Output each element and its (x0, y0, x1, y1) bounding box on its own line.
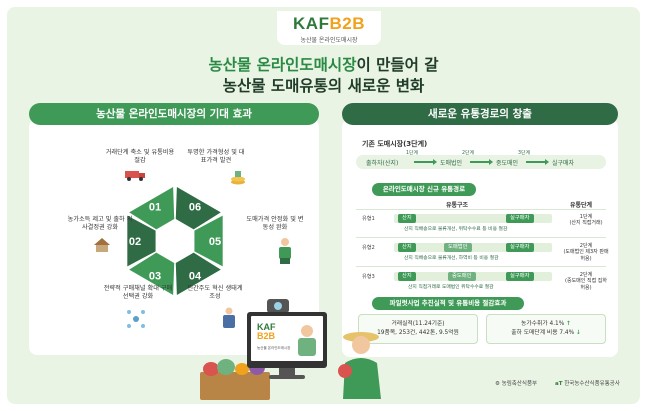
flow-step-wholesale-corp: 도매법인 (440, 160, 463, 167)
type2-stage: 2단계(도매법인 제3자 판매 허용) (563, 243, 609, 262)
camera-icon (267, 299, 289, 313)
divider (356, 266, 606, 267)
type3-stage: 2단계(중도매인 직접 집하 허용) (565, 272, 607, 291)
wheel-number-06: 06 (189, 201, 201, 213)
segment-label-06: 투명한 가격형성 및 대표가격 발견 (187, 149, 245, 164)
type2-chip-wholesale-corp: 도매법인 (444, 243, 472, 252)
logo-wordmark: KAFB2B (293, 14, 365, 33)
existing-market-title: 기존 도매시장(3단계) (362, 140, 428, 148)
type3-note: 산지 직접거래로 도매법인 위탁수수료 절감 (408, 285, 494, 290)
flow-step-buyer: 실구매자 (552, 160, 575, 167)
monitor-stand (279, 368, 295, 376)
worker-icon (223, 307, 235, 328)
type1-label: 유형1 (362, 216, 375, 222)
new-route-panel: 기존 도매시장(3단계) 출하자(산지) 도매법인 중도매인 실구매자 1단계 … (342, 119, 618, 357)
wheel-segment-02 (127, 215, 156, 267)
stage-tag-1: 1단계 (406, 151, 418, 156)
tomato-illustration (203, 362, 219, 376)
type1-bar (394, 214, 552, 223)
wheel-segment-03 (129, 252, 175, 295)
type1-note: 산지 직배송으로 물류개선, 위탁수수료 등 비용 절감 (404, 227, 508, 232)
pumpkin-illustration (235, 363, 249, 375)
ministry-logo: ⚙ 농림축산식품부 (495, 381, 538, 387)
pilot-title: 파일럿사업 추진실적 및 유통비용 절감효과 (372, 297, 524, 310)
cost-savings-card: 농가수취가 4.1% ↑ 출하 도매단계 비용 7.4% ↓ (486, 314, 606, 344)
segment-label-01: 거래단계 축소 및 유통비용 절감 (105, 149, 175, 164)
farmer-illustration (338, 332, 381, 399)
wheel-segment-05 (194, 215, 223, 267)
wheel-center (156, 222, 194, 260)
type3-label: 유형3 (362, 274, 375, 280)
wheel-number-02: 02 (129, 236, 141, 248)
type2-note: 산지 직배송으로 물류개선, 하역비 등 비용 절감 (404, 256, 499, 261)
flow-step-middle-broker: 중도매인 (496, 160, 519, 167)
headline-line1: 농산물 온라인도매시장이 만들어 갈 (208, 56, 439, 74)
wheel-number-05: 05 (209, 236, 221, 248)
flow-arrow (470, 159, 493, 164)
type2-chip-producer: 산지 (398, 243, 416, 252)
flow-step-producer: 출하자(산지) (366, 160, 399, 167)
wheel-segment-06 (175, 187, 221, 230)
type1-chip-buyer: 실구매자 (506, 214, 534, 223)
new-routes-title: 온라인도매시장 신규 유통경로 (372, 183, 476, 196)
type1-chip-producer: 산지 (398, 214, 416, 223)
col-stage: 유통단계 (570, 202, 593, 209)
farmer-video-icon (298, 325, 316, 356)
type3-chip-middle-broker: 중도매인 (448, 272, 476, 281)
type2-label: 유형2 (362, 245, 375, 251)
pilot-results-card: 거래실적(11.24기준) 19품목, 253건, 442톤, 9.5억원 (358, 314, 478, 344)
divider (356, 209, 606, 210)
arrow-down-icon: ↓ (575, 329, 581, 336)
infographic-frame: KAFB2B 농산물 온라인도매시장 농산물 온라인도매시장이 만들어 갈 농산… (7, 7, 640, 404)
divider (356, 237, 606, 238)
brand-logo: KAFB2B 농산물 온라인도매시장 (277, 11, 381, 45)
flow-arrow (414, 159, 437, 164)
arrow-up-icon: ↑ (566, 321, 571, 327)
wheel-segment-04 (175, 252, 221, 295)
stage-tag-3: 3단계 (518, 151, 530, 156)
type3-chip-buyer: 실구매자 (506, 272, 534, 281)
expected-effects-panel: 01 06 05 04 03 02 거래단계 축소 및 유통비용 절감 농가소득 제고 및… (29, 119, 319, 355)
type1-stage: 1단계(산지 직접거래) (569, 214, 603, 227)
logo-subtitle: 농산물 온라인도매시장 (300, 37, 358, 44)
segment-label-02: 농가소득 제고 및 출하 의사결정권 강화 (67, 216, 133, 231)
wheel-number-03: 03 (149, 271, 161, 283)
monitor-base (269, 375, 305, 379)
expected-effects-header: 농산물 온라인도매시장의 기대 효과 (29, 103, 319, 125)
coins-icon (231, 171, 245, 185)
network-icon (127, 310, 145, 328)
type3-chip-producer: 산지 (398, 272, 416, 281)
type2-chip-buyer: 실구매자 (506, 243, 534, 252)
farmer-icon (279, 238, 291, 264)
type2-bar (394, 243, 552, 252)
effects-wheel: 01 06 05 04 03 02 (127, 187, 223, 295)
existing-flow: 출하자(산지) 도매법인 중도매인 실구매자 (356, 155, 606, 169)
house-icon (94, 238, 110, 252)
flow-arrow (526, 159, 549, 164)
produce-crate (200, 372, 270, 400)
wheel-number-01: 01 (149, 201, 161, 213)
cabbage-illustration (217, 359, 235, 375)
segment-label-04: 민간주도 혁신 생태계 조성 (187, 285, 243, 300)
segment-label-05: 도매가격 안정화 및 변동성 완화 (246, 216, 304, 231)
headline-line2: 농산물 도매유통의 새로운 변화 (222, 77, 425, 95)
stage-tag-2: 2단계 (462, 151, 474, 156)
wheel-number-04: 04 (189, 271, 202, 283)
segment-label-03: 전략적 구매채널 확대 구매 선택권 강화 (103, 285, 173, 300)
new-route-header: 새로운 유통경로의 창출 (342, 103, 618, 125)
at-logo: aT 한국농수산식품유통공사 (555, 381, 620, 387)
col-structure: 유통구조 (446, 202, 469, 209)
wheel-segment-01 (129, 187, 175, 230)
monitor-logo-subtitle: 농산물 온라인도매시장 (257, 346, 291, 350)
truck-icon (125, 171, 145, 181)
